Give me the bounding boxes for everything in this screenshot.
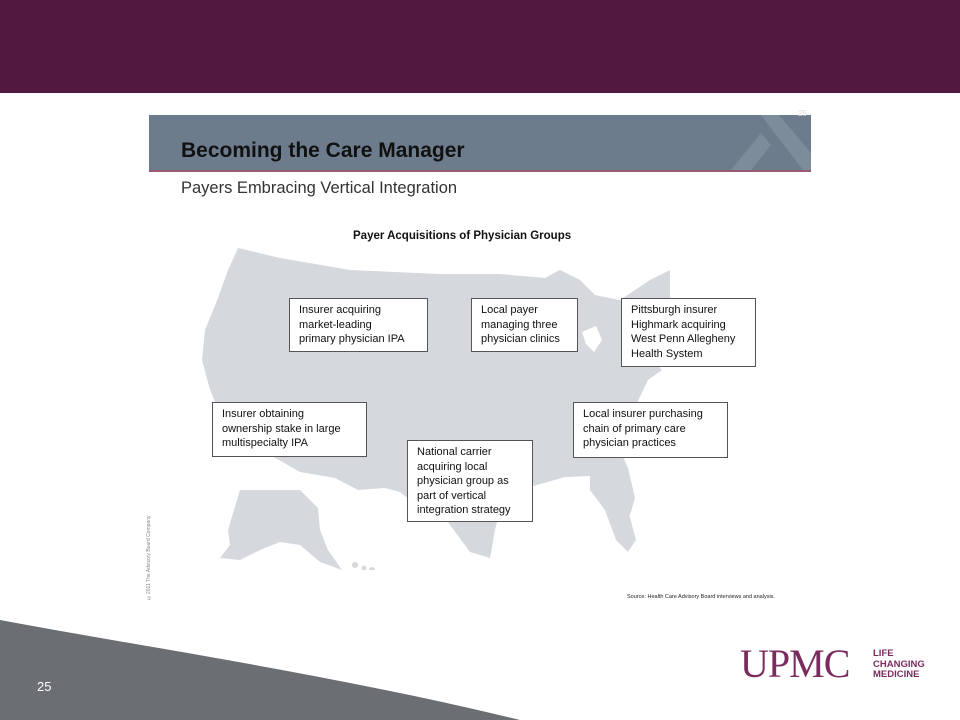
copyright-note: ©2011 The Advisory Board Company xyxy=(146,515,152,600)
slide-subtitle: Payers Embracing Vertical Integration xyxy=(181,179,458,197)
page-number: 25 xyxy=(37,679,52,694)
callout-ownership-stake: Insurer obtaining ownership stake in lar… xyxy=(212,402,367,457)
slide-title-band xyxy=(149,115,811,170)
map-title: Payer Acquisitions of Physician Groups xyxy=(353,230,572,242)
callout-pittsburgh-insurer: Pittsburgh insurer Highmark acquiring We… xyxy=(621,298,756,367)
callout-primary-care-chain: Local insurer purchasing chain of primar… xyxy=(573,402,728,458)
title-divider xyxy=(149,170,811,172)
slide-page-number: 25 xyxy=(798,109,807,118)
footer-band xyxy=(0,620,960,720)
logo-tagline: LIFE CHANGING MEDICINE xyxy=(873,648,925,680)
callout-national-carrier: National carrier acquiring local physici… xyxy=(407,440,533,522)
header-bar xyxy=(0,0,960,93)
slide-title: Becoming the Care Manager xyxy=(181,139,465,162)
source-note: Source: Health Care Advisory Board inter… xyxy=(627,594,775,600)
callout-local-payer: Local payer managing three physician cli… xyxy=(471,298,578,352)
callout-insurer-ipa: Insurer acquiring market-leading primary… xyxy=(289,298,428,352)
upmc-logo: UPMC xyxy=(740,641,850,686)
decorative-chevron-graphic xyxy=(731,115,811,170)
